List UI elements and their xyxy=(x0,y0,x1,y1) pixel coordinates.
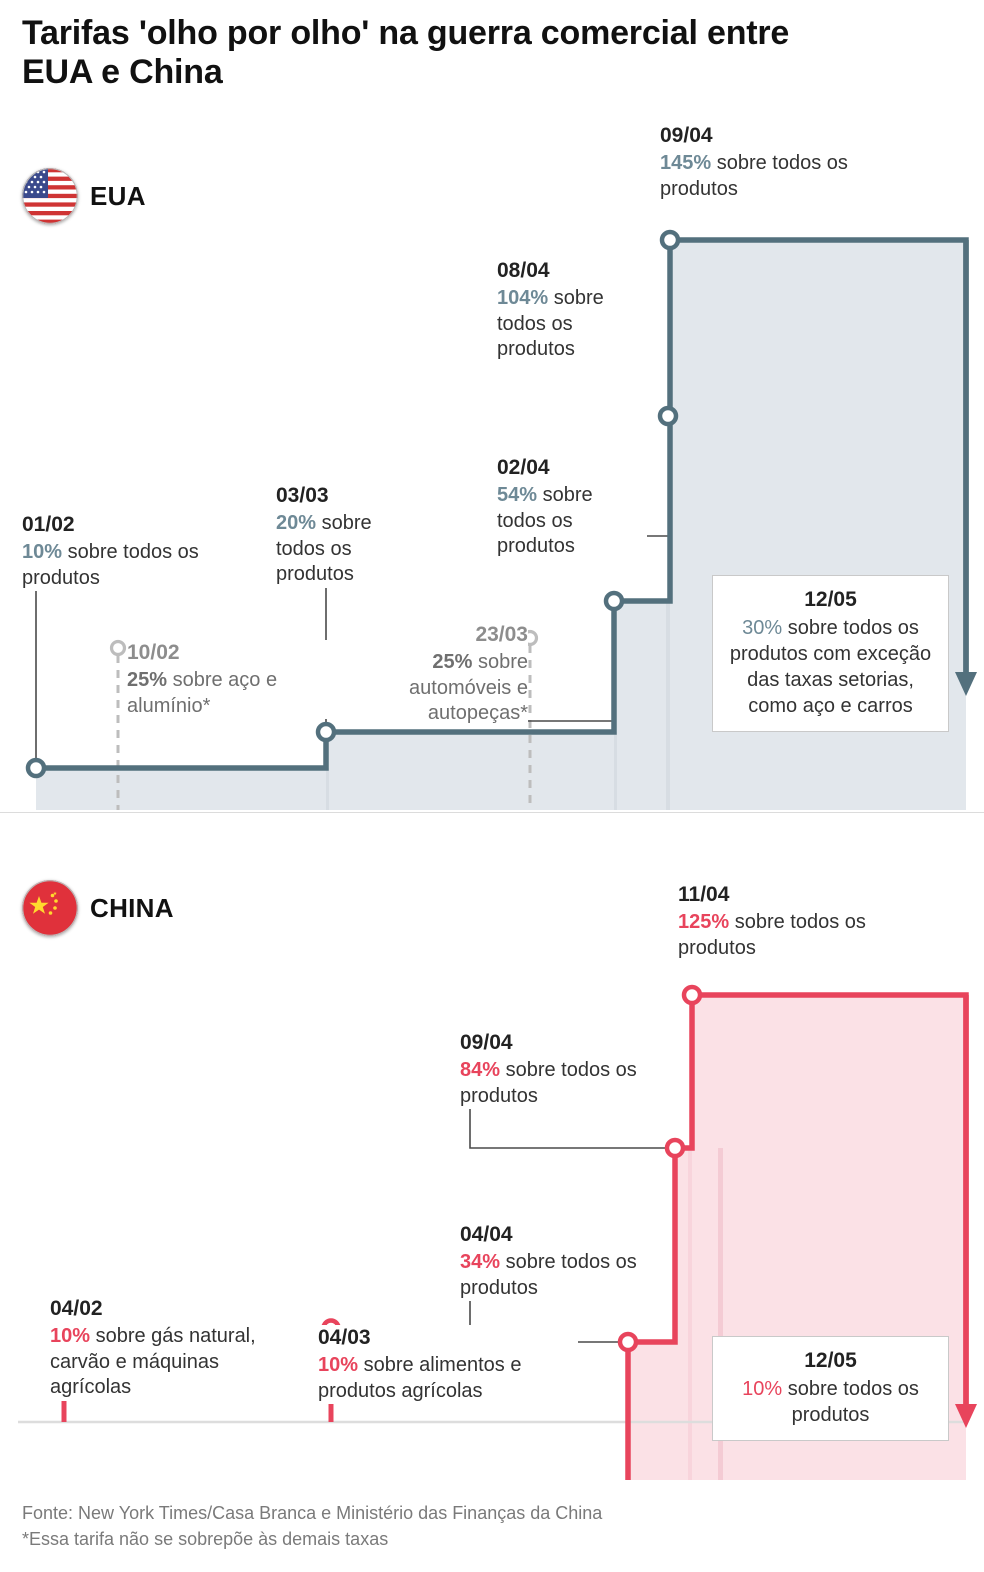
pct-text: sobre automóveis e autopeças* xyxy=(409,651,528,725)
pct-value: 84% xyxy=(460,1059,501,1082)
label-cn-1104: 11/04 125% sobre todos os produtos xyxy=(678,882,928,962)
cn-leader-0904 xyxy=(469,1092,675,1149)
pct-text: sobre todos os produtos xyxy=(497,287,604,361)
label-us-0303: 03/03 20% sobre todos os produtos xyxy=(276,483,421,589)
callout-cn-1205: 12/05 10% sobre todos os produtos xyxy=(712,1336,949,1441)
pct-text: sobre alimentos e produtos agrícolas xyxy=(318,1354,522,1402)
us-node-0102 xyxy=(25,757,47,779)
us-marker-dot-1002 xyxy=(109,639,127,657)
footer-note: *Essa tarifa não se sobrepõe às demais t… xyxy=(22,1529,389,1550)
panel-divider xyxy=(0,812,984,813)
label-us-0904: 09/04 145% sobre todos os produtos xyxy=(660,123,930,203)
pct-text: sobre todos os produtos com exceção das … xyxy=(729,617,932,717)
pct-text: sobre todos os produtos xyxy=(276,512,372,586)
cn-node-0904 xyxy=(664,1137,686,1159)
footer-source: Fonte: New York Times/Casa Branca e Mini… xyxy=(22,1503,603,1523)
label-us-0804: 08/04 104% sobre todos os produtos xyxy=(497,258,649,364)
pct-value: 10% xyxy=(318,1354,359,1377)
country-name-us: EUA xyxy=(90,180,146,211)
pct-text: sobre todos os produtos xyxy=(782,1378,919,1426)
pct-text: sobre aço e alumínio* xyxy=(127,669,278,717)
pct-text: sobre gás natural, carvão e máquinas agr… xyxy=(50,1325,256,1399)
cn-node-1104 xyxy=(681,984,703,1006)
footer: Fonte: New York Times/Casa Branca e Mini… xyxy=(22,1500,962,1552)
pct-text: sobre todos os produtos xyxy=(497,484,593,558)
country-header-china: CHINA xyxy=(22,880,174,936)
pct-value: 10% xyxy=(50,1325,91,1348)
pct-value: 104% xyxy=(497,287,549,310)
pct-value: 34% xyxy=(460,1251,501,1274)
callout-us-1205: 12/05 30% sobre todos os produtos com ex… xyxy=(712,575,949,732)
pct-text: sobre todos os produtos xyxy=(22,541,199,589)
pct-value: 25% xyxy=(127,669,168,692)
label-us-0102: 01/02 10% sobre todos os produtos xyxy=(22,512,237,592)
china-flag-icon xyxy=(22,880,78,936)
us-node-0303 xyxy=(315,721,337,743)
pct-value: 20% xyxy=(276,512,317,535)
label-cn-0904: 09/04 84% sobre todos os produtos xyxy=(460,1030,665,1110)
label-cn-0403: 04/03 10% sobre alimentos e produtos agr… xyxy=(318,1325,578,1405)
pct-text: sobre todos os produtos xyxy=(678,911,866,959)
pct-value: 54% xyxy=(497,484,538,507)
pct-value: 145% xyxy=(660,152,712,175)
label-us-0204: 02/04 54% sobre todos os produtos xyxy=(497,455,647,561)
us-node-0904 xyxy=(659,229,681,251)
us-node-0804 xyxy=(657,405,679,427)
pct-value: 10% xyxy=(22,541,63,564)
cn-node-0404 xyxy=(617,1331,639,1353)
pct-text: sobre todos os produtos xyxy=(460,1059,637,1107)
us-arrow-head xyxy=(955,672,977,696)
pct-value: 125% xyxy=(678,911,730,934)
pct-value: 25% xyxy=(432,651,473,674)
cn-arrow-head xyxy=(955,1404,977,1428)
pct-value: 10% xyxy=(742,1378,783,1400)
us-node-0204 xyxy=(603,590,625,612)
label-cn-0402: 04/02 10% sobre gás natural, carvão e má… xyxy=(50,1296,285,1402)
page-title: Tarifas 'olho por olho' na guerra comerc… xyxy=(22,14,790,92)
label-cn-0404: 04/04 34% sobre todos os produtos xyxy=(460,1222,660,1302)
country-header-us: EUA xyxy=(22,168,146,224)
label-us-2303: 23/03 25% sobre automóveis e autopeças* xyxy=(366,622,528,728)
label-us-1002: 10/02 25% sobre aço e alumínio* xyxy=(127,640,327,720)
pct-text: sobre todos os produtos xyxy=(660,152,848,200)
pct-text: sobre todos os produtos xyxy=(460,1251,637,1299)
country-name-china: CHINA xyxy=(90,892,174,923)
pct-value: 30% xyxy=(742,617,783,639)
